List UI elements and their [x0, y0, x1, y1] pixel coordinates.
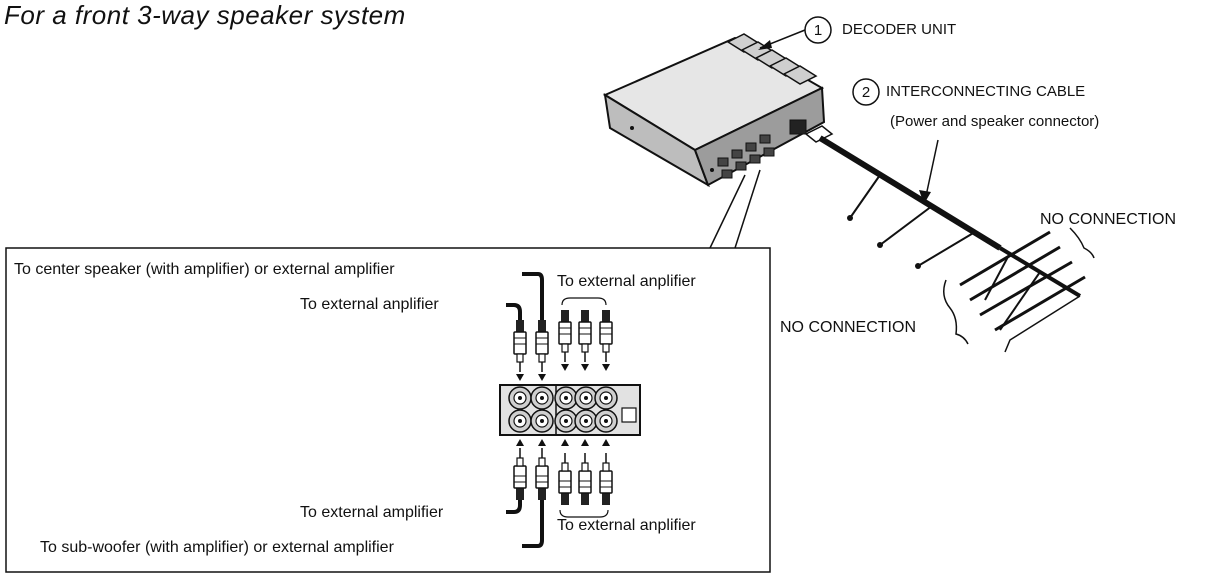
diagram-title: For a front 3-way speaker system: [4, 0, 406, 30]
callout-number-2: 2: [861, 84, 871, 101]
no-connection-bottom-label: NO CONNECTION: [780, 319, 916, 336]
callout-number-1: 1: [813, 22, 823, 39]
detail-box: [5, 247, 771, 573]
detail-leader-right: [734, 169, 761, 249]
ext-amp-bottom-left-label: To external amplifier: [300, 504, 444, 521]
detail-leader-left: [709, 174, 746, 249]
ext-amp-bottom-right-label: To external anplifier: [557, 517, 696, 534]
no-connection-brace-right: [1069, 227, 1095, 259]
ext-amp-top-right-label: To external anplifier: [557, 273, 696, 290]
no-connection-right-label: NO CONNECTION: [1040, 211, 1176, 228]
interconnecting-cable-sublabel: (Power and speaker connector): [890, 113, 1100, 130]
ext-amp-top-left-label: To external anplifier: [300, 296, 439, 313]
center-speaker-label: To center speaker (with amplifier) or ex…: [14, 261, 395, 278]
no-connection-brace-bottom: [943, 279, 969, 345]
jack-panel: [499, 384, 641, 436]
interconnecting-cable: [804, 125, 1086, 353]
callout-circle-2: [852, 78, 880, 106]
decoder-unit-illustration: [602, 29, 826, 188]
interconnecting-cable-label: INTERCONNECTING CABLE: [886, 83, 1086, 100]
sub-woofer-label: To sub-woofer (with amplifier) or extern…: [40, 539, 394, 556]
callout-circle-1: [804, 16, 832, 44]
decoder-unit-label: DECODER UNIT: [842, 21, 957, 38]
